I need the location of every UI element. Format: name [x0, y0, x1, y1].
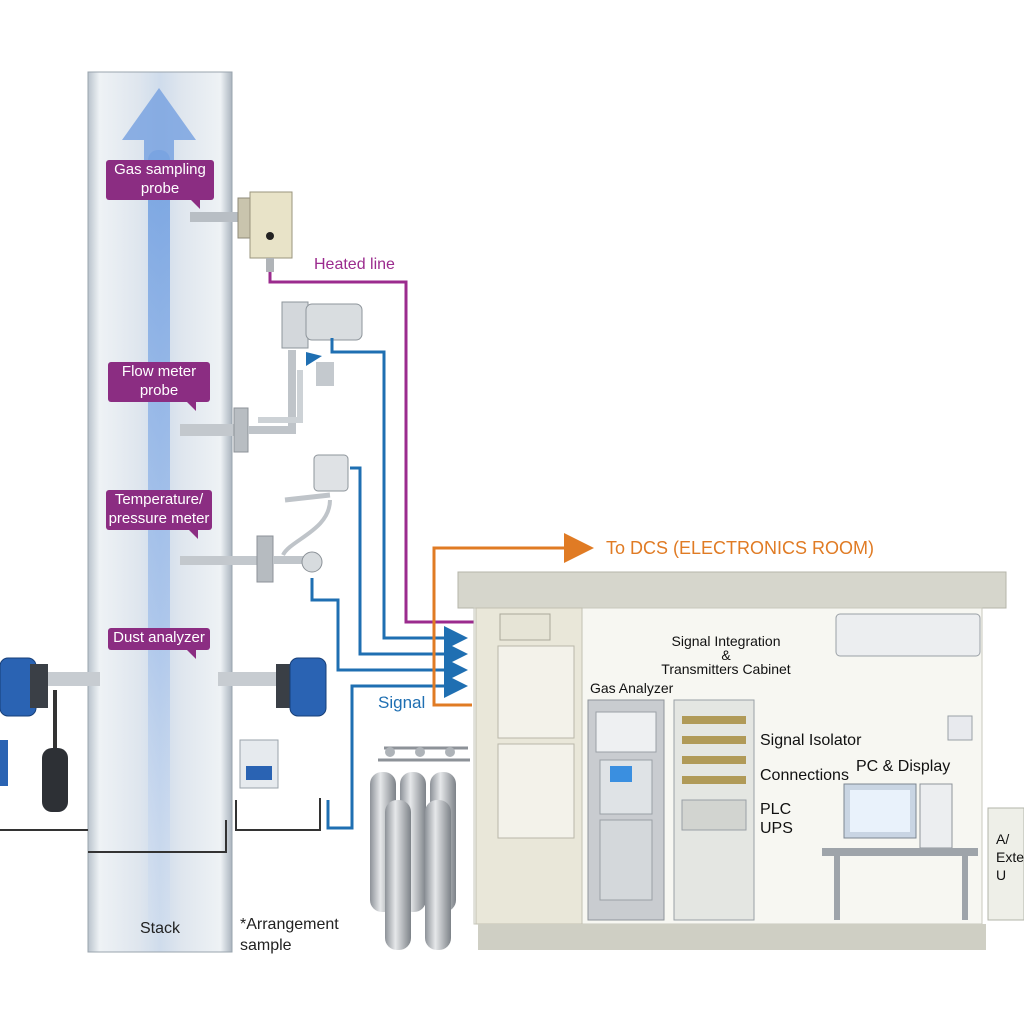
- plc-ups-label: PLC UPS: [760, 801, 793, 837]
- ac-external-unit-label: A/ Exte U: [996, 831, 1024, 883]
- gas-sampling-probe-device: [190, 191, 293, 272]
- dust-analyzer-left: [0, 657, 100, 812]
- signal-integration-cabinet-label: Signal Integration & Transmitters Cabine…: [661, 633, 791, 677]
- dust-analyzer-right: [0, 657, 327, 853]
- signal-lines: [310, 338, 468, 830]
- flow-meter-device: [180, 301, 363, 453]
- pc-tower: [919, 783, 953, 849]
- to-dcs-label: To DCS (ELECTRONICS ROOM): [606, 538, 875, 558]
- pc-display-label: PC & Display: [856, 758, 951, 775]
- heated-line-label: Heated line: [314, 256, 395, 273]
- gas-analyzer-label: Gas Analyzer: [590, 680, 674, 696]
- gas-sampling-probe-callout: Gas sampling probe: [106, 160, 214, 209]
- signal-label: Signal: [378, 693, 426, 712]
- temperature-pressure-callout: Temperature/ pressure meter: [106, 490, 212, 539]
- connections-label: Connections: [760, 767, 849, 784]
- stack-label: Stack: [140, 920, 181, 937]
- gas-cylinders: [370, 746, 470, 950]
- analyzer-shelter: [457, 571, 1024, 950]
- arrangement-note: *Arrangement sample: [240, 916, 339, 954]
- signal-isolator-label: Signal Isolator: [760, 732, 862, 749]
- flow-arrow-icon: [122, 88, 196, 170]
- flow-meter-probe-callout: Flow meter probe: [108, 362, 210, 411]
- ac-external-unit: [987, 807, 1024, 921]
- temperature-pressure-device: [180, 454, 349, 583]
- dust-analyzer-callout: Dust analyzer: [108, 628, 210, 659]
- dcs-line-path: [432, 533, 594, 707]
- air-conditioner: [835, 613, 981, 657]
- heated-line-path: [268, 272, 500, 624]
